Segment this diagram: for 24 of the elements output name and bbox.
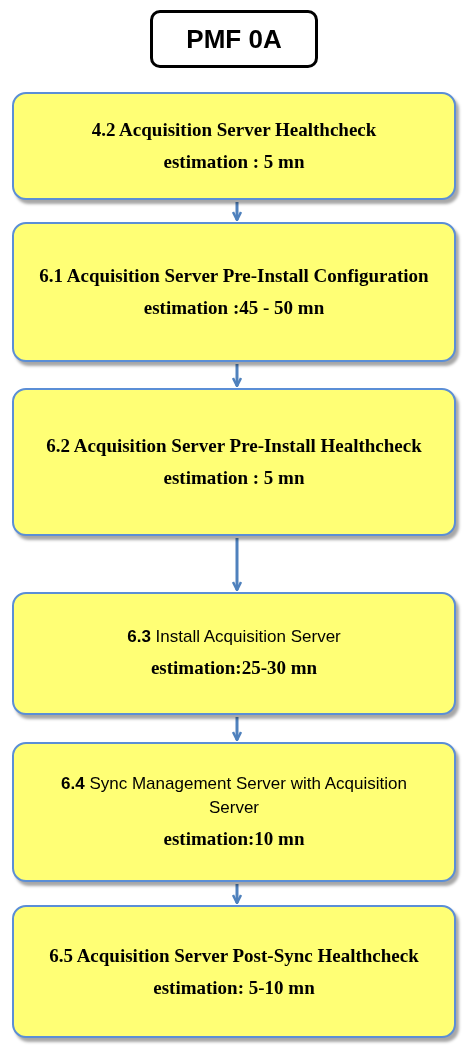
duration-text: estimation :45 - 50 mn (143, 296, 325, 320)
process-box (12, 92, 456, 200)
arrow (231, 538, 243, 592)
process-box (12, 905, 456, 1038)
step-title: 6.2 Acquisition Server Pre-Install Healthcheck (46, 434, 422, 459)
process-box (12, 742, 456, 882)
arrow (231, 202, 243, 222)
step-title: 6.5 Acquisition Server Post-Sync Healthcheck (49, 943, 419, 968)
title-box: PMF 0A (150, 10, 318, 68)
duration-text: estimation: 5-10 mn (153, 975, 315, 1000)
process-box (12, 592, 456, 715)
duration-text: estimation : 5 mn (163, 150, 305, 174)
duration-text: estimation:25-30 mn (150, 656, 318, 681)
step-title: 6.3 Install Acquisition Server (127, 626, 341, 649)
duration-text: estimation:10 mn (163, 826, 305, 851)
arrow (231, 884, 243, 905)
step-title: 4.2 Acquisition Server Healthcheck (91, 118, 377, 143)
duration-text: estimation : 5 mn (163, 466, 305, 490)
arrow (231, 364, 243, 388)
arrow (231, 717, 243, 742)
step-title: 6.4 Sync Management Server with Acquisition Server (60, 772, 408, 820)
process-box (12, 222, 456, 362)
step-title: 6.1 Acquisition Server Pre-Install Configuration (39, 264, 429, 289)
process-box (12, 388, 456, 536)
